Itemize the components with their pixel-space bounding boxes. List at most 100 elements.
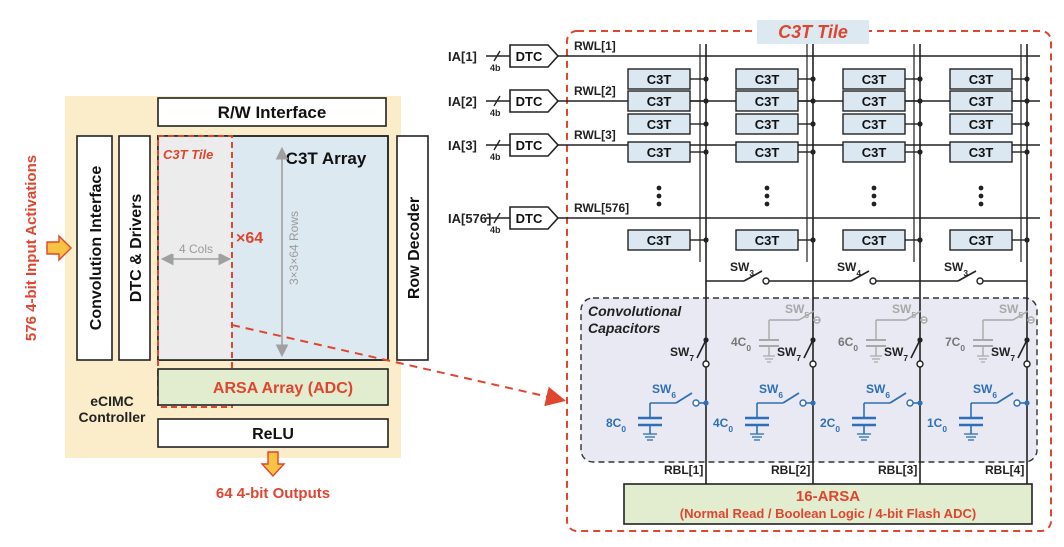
input-label-0: IA[1] — [448, 49, 477, 64]
ellipsis-dot-0-1 — [656, 193, 662, 199]
sw6-contact-1 — [799, 399, 807, 407]
c3t-cell-label-3-1: C3T — [969, 94, 994, 109]
bus-width-2: 4b — [490, 152, 501, 162]
sw6-label-1: SW6 — [759, 382, 783, 400]
sw5-blade-1 — [798, 310, 815, 321]
times-64-label: ×64 — [236, 230, 263, 247]
c3t-cell-1-2 — [735, 113, 799, 135]
input-activations-label: 576 4-bit Input Activations — [23, 155, 40, 341]
bcap-label-0: 8C0 — [606, 416, 626, 434]
c3t-cell-label-0-3: C3T — [647, 145, 672, 160]
sw6-blade-3 — [996, 392, 1014, 404]
rwl-label-1: RWL[2] — [574, 84, 616, 98]
c3t-cell-1-4 — [735, 229, 799, 251]
bcap-label-3: 1C0 — [927, 416, 947, 434]
controller-label-line2: Controller — [79, 409, 146, 425]
ellipsis-dot-3-0 — [978, 185, 984, 191]
sw6-junction-1 — [810, 400, 816, 406]
sw-top-contact-2 — [976, 277, 984, 285]
sw7-contact-1 — [809, 360, 817, 368]
c3t-cell-label-3-2: C3T — [969, 117, 994, 132]
c3t-cell-0-4 — [627, 229, 691, 251]
junction-0-4 — [703, 237, 709, 243]
ellipsis-dot-1-1 — [764, 193, 770, 199]
junction-2-3 — [917, 149, 923, 155]
ellipsis-dot-2-0 — [871, 185, 877, 191]
c3t-cell-label-1-4: C3T — [755, 233, 780, 248]
sw7-blade-0 — [696, 339, 707, 359]
row-decoder-box — [396, 135, 429, 361]
ellipsis-dot-1-0 — [764, 185, 770, 191]
rbl-label-3: RBL[4] — [985, 463, 1024, 477]
junction-1-2 — [810, 121, 816, 127]
output-label: 64 4-bit Outputs — [216, 485, 330, 502]
c3t-cell-2-2 — [842, 113, 906, 135]
relu-box — [157, 418, 389, 448]
c3t-cell-label-2-2: C3T — [862, 117, 887, 132]
c3t-cell-0-2 — [627, 113, 691, 135]
c3t-cell-2-3 — [842, 141, 906, 163]
dtc-label-0: DTC — [516, 49, 543, 64]
c3t-cell-label-0-2: C3T — [647, 117, 672, 132]
rwl-label-3: RWL[576] — [574, 201, 629, 215]
c3t-tile-small-label: C3T Tile — [163, 147, 213, 162]
c3t-cell-label-3-4: C3T — [969, 233, 994, 248]
macro-block: R/W Interface Convolution Interface DTC … — [23, 96, 566, 502]
junction-3-0 — [1024, 76, 1030, 82]
rw-interface-label: R/W Interface — [218, 103, 327, 122]
c3t-cell-1-1 — [735, 90, 799, 112]
conv-caps-label-2: Capacitors — [588, 320, 661, 336]
sw6-blade-2 — [889, 392, 907, 404]
bus-slash-0 — [493, 50, 501, 62]
sw6-junction-3 — [1024, 400, 1030, 406]
junction-2-4 — [917, 237, 923, 243]
c3t-cell-2-0 — [842, 68, 906, 90]
arsa-title: 16-ARSA — [796, 488, 860, 505]
relu-label: ReLU — [252, 426, 294, 443]
tile-title: C3T Tile — [778, 22, 848, 42]
sw5-blade-3 — [1012, 310, 1029, 321]
c3t-cell-label-3-0: C3T — [969, 72, 994, 87]
bcap-label-2: 2C0 — [820, 416, 840, 434]
conv-caps-label-1: Convolutional — [588, 303, 682, 319]
junction-0-3 — [703, 149, 709, 155]
tile-title-bg — [757, 20, 869, 44]
sw-top-blade-1 — [850, 270, 870, 282]
conv-capacitor-region — [580, 297, 1038, 463]
gcap-label-2: 6C0 — [838, 335, 858, 353]
arsa-block — [623, 483, 1033, 525]
c3t-cell-1-0 — [735, 68, 799, 90]
sw6-blade-1 — [782, 392, 800, 404]
convolution-interface-box — [76, 135, 113, 361]
ellipsis-dot-3-1 — [978, 193, 984, 199]
dtc-drivers-label: DTC & Drivers — [128, 194, 145, 303]
dtc-label-2: DTC — [516, 138, 543, 153]
tile-circuit: IA[1]4bDTCRWL[1]IA[2]4bDTCRWL[2]IA[3]4bD… — [448, 39, 1040, 484]
dtc-box-3 — [509, 206, 560, 230]
arsa-subtitle: (Normal Read / Boolean Logic / 4-bit Fla… — [680, 506, 976, 521]
rbl-label-2: RBL[3] — [878, 463, 917, 477]
bus-width-3: 4b — [490, 225, 501, 235]
dtc-box-0 — [509, 44, 560, 68]
c3t-cell-label-1-2: C3T — [755, 117, 780, 132]
sw5-blade-2 — [905, 310, 922, 321]
c3t-cell-label-2-0: C3T — [862, 72, 887, 87]
c3t-cell-2-1 — [842, 90, 906, 112]
arsa-array-box — [157, 368, 389, 406]
sw-top-label-2: SW3 — [944, 260, 968, 278]
sw-top-label-1: SW4 — [837, 260, 861, 278]
c3t-cell-1-3 — [735, 141, 799, 163]
rw-interface-box — [157, 97, 387, 127]
bcap-label-1: 4C0 — [713, 416, 733, 434]
sw6-junction-2 — [917, 400, 923, 406]
bus-width-1: 4b — [490, 108, 501, 118]
output-arrow — [260, 451, 286, 478]
junction-3-3 — [1024, 149, 1030, 155]
sw-top-label-0: SW3 — [730, 260, 754, 278]
gcap-label-1: 4C0 — [731, 335, 751, 353]
sw7-label-1: SW7 — [777, 345, 801, 363]
sw7-contact-3 — [1023, 360, 1031, 368]
sw7-blade-3 — [1017, 339, 1028, 359]
c3t-cell-label-0-0: C3T — [647, 72, 672, 87]
